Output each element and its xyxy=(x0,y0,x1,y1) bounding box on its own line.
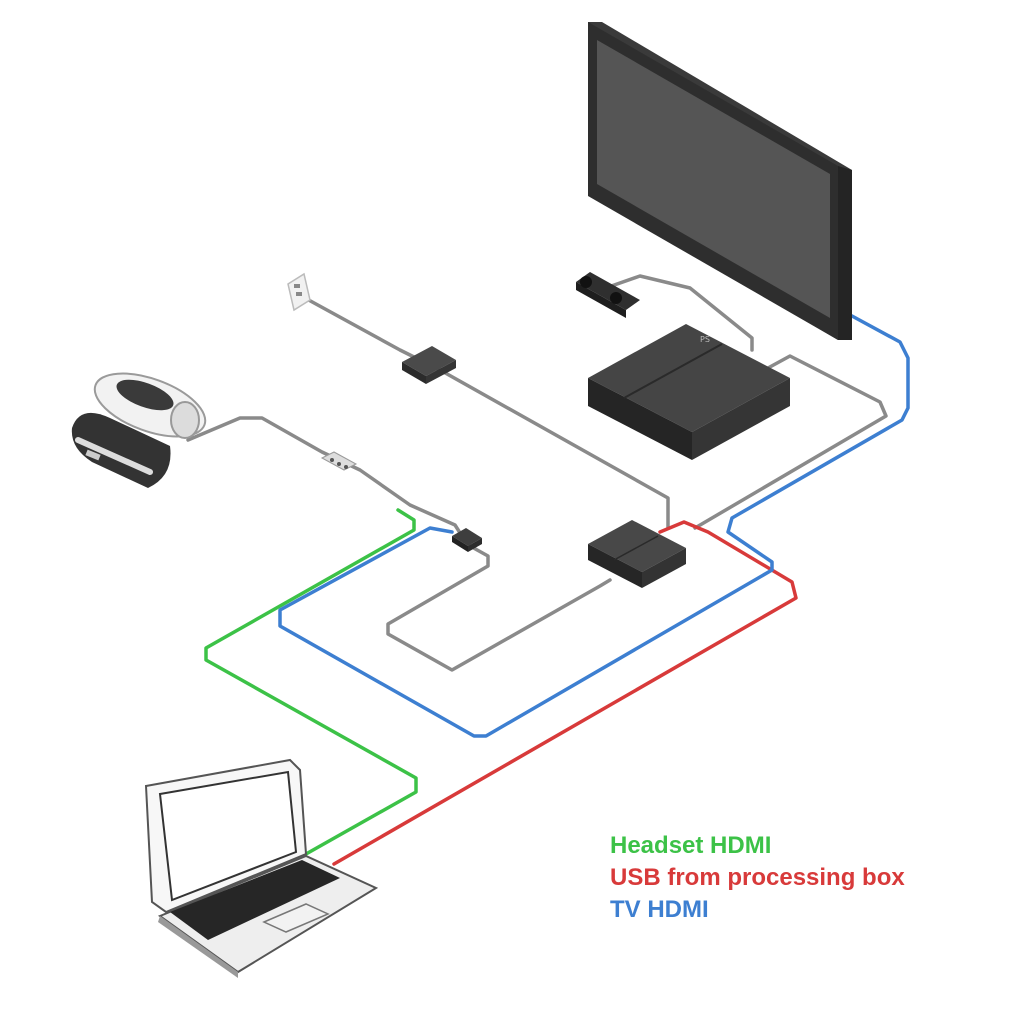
tv-hdmi-cable xyxy=(278,314,910,738)
legend-usb: USB from processing box xyxy=(610,864,905,891)
usb-cable xyxy=(332,520,798,866)
connector-icon xyxy=(452,528,482,552)
camera-cable xyxy=(598,274,754,352)
headset-hdmi-cable xyxy=(204,508,418,856)
processing-box-icon xyxy=(588,520,686,588)
gray-cables xyxy=(186,274,888,672)
legend-tv-hdmi: TV HDMI xyxy=(610,896,709,923)
connector-to-box-cable xyxy=(386,544,612,672)
colored-cables xyxy=(204,314,910,866)
vr-headset-icon xyxy=(71,372,207,488)
console-icon: PS xyxy=(588,324,790,460)
inline-remote-icon xyxy=(320,451,358,471)
legend: Headset HDMI USB from processing box TV … xyxy=(610,830,905,926)
svg-text:PS: PS xyxy=(700,335,710,344)
headset-cable xyxy=(186,416,464,538)
legend-headset-hdmi: Headset HDMI xyxy=(610,832,772,859)
wall-outlet-icon xyxy=(287,272,311,312)
tv-icon xyxy=(588,22,852,340)
laptop-icon xyxy=(144,758,379,978)
power-adapter-icon xyxy=(402,346,456,384)
camera-icon xyxy=(576,272,640,318)
console-to-box-cable xyxy=(693,354,888,530)
